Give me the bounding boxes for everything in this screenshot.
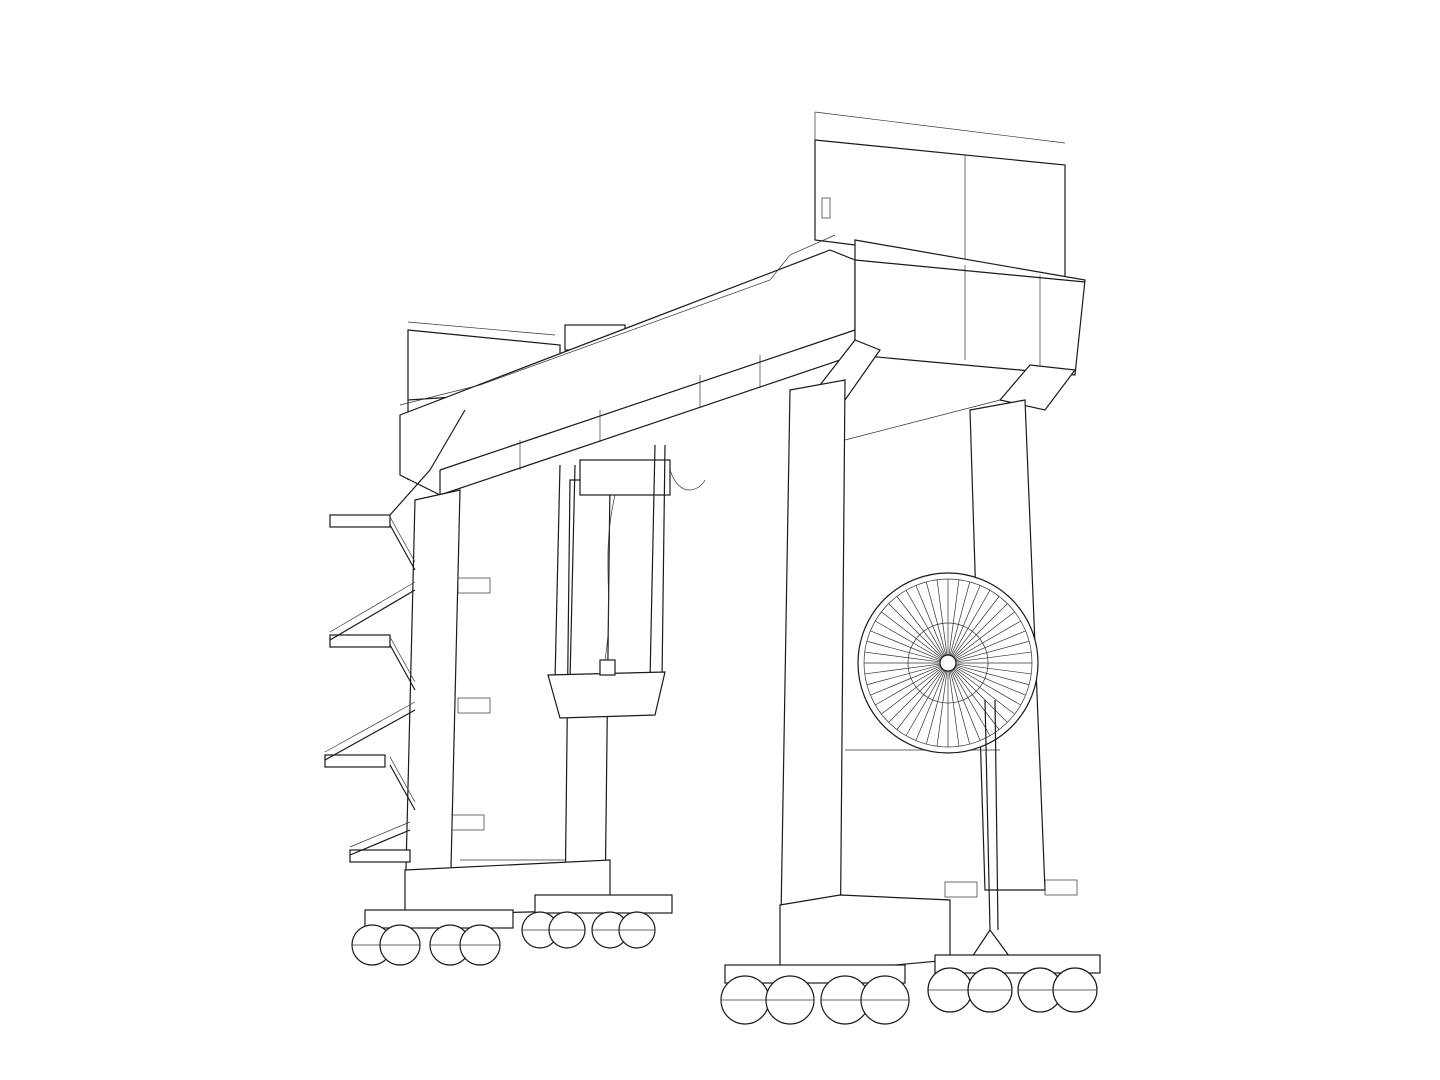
stair-flight: [329, 589, 416, 641]
reel-spoke: [955, 651, 1032, 663]
staircase: [324, 409, 1078, 898]
stair-rail: [389, 756, 416, 803]
side-platform: [1044, 879, 1078, 896]
reel-spoke: [954, 611, 1015, 659]
reel-spoke: [915, 670, 946, 741]
reel-spoke: [888, 603, 943, 658]
reel-spoke: [925, 581, 947, 656]
reel-spoke: [949, 670, 971, 745]
reel-spoke: [881, 667, 942, 715]
cable-reel: [857, 572, 1039, 754]
reel-spoke: [949, 581, 971, 656]
reel-axle: [939, 654, 957, 672]
bogie-frame: [364, 909, 514, 929]
stair-flight: [389, 524, 416, 571]
reel-spoke: [955, 663, 1032, 675]
stair-rail: [324, 701, 416, 753]
reel-spoke: [875, 666, 942, 706]
stair-rail: [389, 636, 416, 683]
reel-spoke: [950, 585, 981, 656]
bogie-frame: [934, 954, 1101, 974]
side-platform: [457, 577, 491, 594]
reel-spoke: [888, 668, 943, 723]
reel-spoke: [875, 620, 942, 660]
side-platform: [451, 814, 485, 831]
reel-spoke: [953, 668, 1008, 723]
reel-spoke: [953, 603, 1008, 658]
reel-spoke: [870, 665, 941, 696]
stair-rail: [329, 581, 416, 633]
reel-spoke: [905, 669, 945, 736]
stair-landing: [324, 754, 386, 768]
reel-spoke: [952, 596, 1000, 657]
reel-spoke: [954, 666, 1021, 706]
reel-spoke: [954, 620, 1021, 660]
reel-spoke: [951, 669, 991, 736]
reel-spoke: [936, 579, 948, 656]
reel-spoke: [936, 670, 948, 747]
reel-spoke: [952, 669, 1000, 730]
trolley-spreader: [547, 444, 706, 719]
reel-spoke: [915, 585, 946, 656]
stair-rail: [389, 516, 416, 563]
stair-flight: [389, 764, 416, 811]
reel-spoke: [870, 630, 941, 661]
reel-spoke: [896, 596, 944, 657]
stair-flight: [324, 709, 416, 761]
reel-spoke: [948, 670, 960, 747]
wheel-bogies: [351, 894, 1101, 1025]
reel-spoke: [954, 667, 1015, 715]
stair-landing: [349, 849, 411, 863]
bogie-frame: [724, 964, 906, 984]
stair-rail: [349, 821, 411, 848]
side-platform: [457, 697, 491, 714]
reel-spoke: [951, 590, 991, 657]
reel-spoke: [955, 664, 1030, 686]
reel-spoke: [955, 665, 1026, 696]
reel-spoke: [905, 590, 945, 657]
right-head-block: [819, 239, 1086, 411]
stair-landing: [329, 634, 391, 648]
reel-hub: [907, 622, 989, 704]
stair-flight: [389, 644, 416, 691]
reel-spoke: [864, 663, 941, 675]
reel-spoke: [925, 670, 947, 745]
stair-landing: [329, 514, 391, 528]
reel-spoke: [955, 640, 1030, 662]
reel-spoke: [955, 630, 1026, 661]
reel-spoke: [950, 670, 981, 741]
reel-spoke: [866, 664, 941, 686]
cable-drop: [969, 699, 1013, 961]
reel-spoke: [948, 579, 960, 656]
reel-spoke: [896, 669, 944, 730]
bogie-frame: [534, 894, 673, 914]
stair-flight: [349, 829, 411, 856]
stair-flight: [389, 409, 466, 516]
reel-spoke: [866, 640, 941, 662]
reel-spoke: [864, 651, 941, 663]
side-platform: [944, 881, 978, 898]
reel-spoke: [881, 611, 942, 659]
